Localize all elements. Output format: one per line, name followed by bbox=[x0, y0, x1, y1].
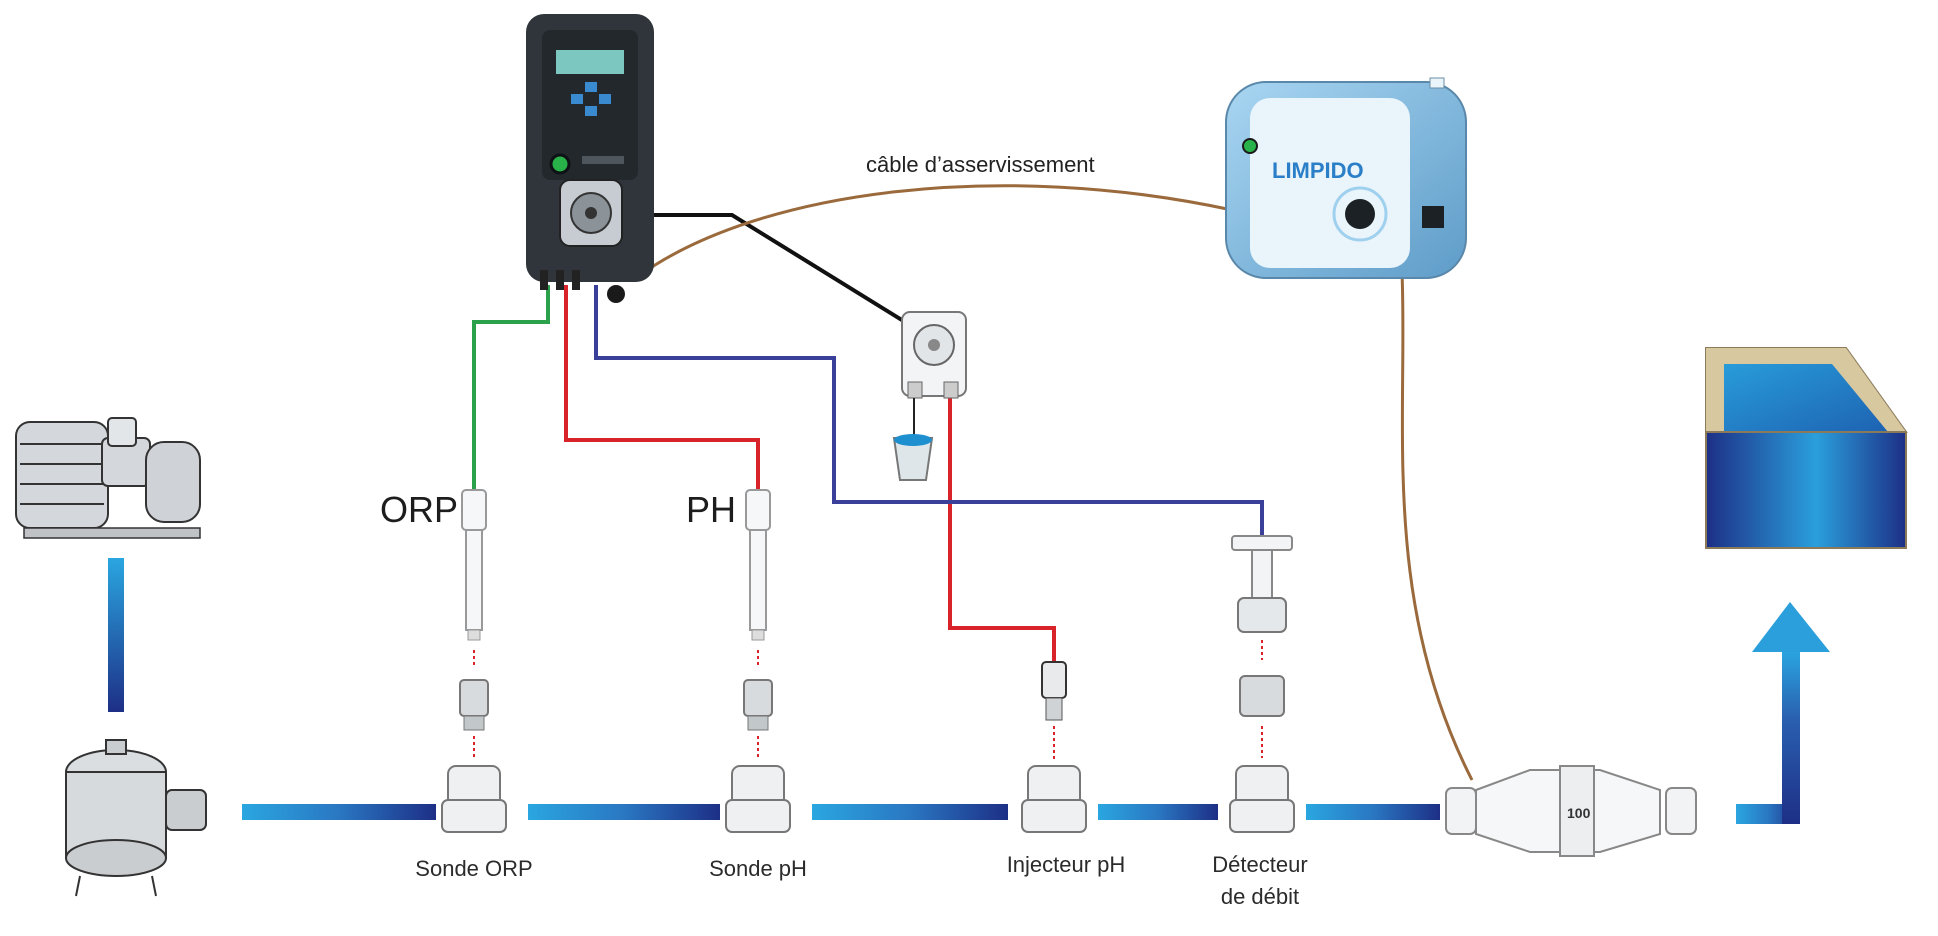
ph-injector-wire bbox=[948, 395, 1056, 662]
cell-marking: 100 bbox=[1567, 805, 1591, 821]
orp-clamp-icon bbox=[441, 765, 507, 833]
water-pipes bbox=[108, 558, 1800, 824]
ph-injector-icon bbox=[1041, 661, 1067, 760]
flow-detector-wire bbox=[594, 285, 1264, 536]
label-sonde-ph: Sonde pH bbox=[709, 856, 807, 881]
dosing-pump bbox=[901, 311, 967, 440]
swimming-pool-icon bbox=[1705, 347, 1908, 549]
label-injecteur-ph: Injecteur pH bbox=[1007, 852, 1126, 877]
electrolyser-led-icon bbox=[1242, 138, 1258, 154]
ph-wire bbox=[564, 285, 760, 492]
label-detecteur-line1: Détecteur bbox=[1212, 852, 1307, 877]
ph-probe-tag: PH bbox=[686, 489, 736, 530]
orp-probe-holder-icon bbox=[459, 650, 489, 758]
pipe-segment-3 bbox=[812, 804, 1008, 820]
pool-pump-icon bbox=[15, 417, 201, 539]
pipe-segment-5 bbox=[1306, 804, 1440, 820]
chemical-tank-icon bbox=[892, 434, 934, 481]
salt-electrolyser: LIMPIDO bbox=[1225, 77, 1467, 279]
pipe-segment-4 bbox=[1098, 804, 1218, 820]
sand-filter-icon bbox=[65, 739, 207, 897]
label-sonde-orp: Sonde ORP bbox=[415, 856, 532, 881]
ph-clamp-icon bbox=[725, 765, 791, 833]
injector-clamp-icon bbox=[1021, 765, 1087, 833]
ph-probe-icon bbox=[745, 489, 771, 641]
pipe-clamps bbox=[441, 765, 1295, 833]
controller-keypad bbox=[571, 82, 611, 116]
return-arrow-icon bbox=[1752, 602, 1830, 824]
electrolyser-knob-icon bbox=[1345, 199, 1375, 229]
orp-probe-tag: ORP bbox=[380, 489, 458, 530]
cable-label: câble d’asservissement bbox=[866, 152, 1095, 177]
flow-detector-icon bbox=[1231, 535, 1293, 758]
power-led-icon bbox=[549, 153, 571, 175]
orp-probe-icon bbox=[461, 489, 487, 641]
ph-probe-holder-icon bbox=[743, 650, 773, 758]
controller-display bbox=[556, 50, 624, 74]
flow-clamp-icon bbox=[1229, 765, 1295, 833]
pipe-vertical-pump bbox=[108, 558, 124, 712]
electrolysis-cell-icon: 100 bbox=[1445, 765, 1697, 857]
regulator-controller bbox=[526, 14, 654, 303]
orp-wire bbox=[472, 285, 550, 492]
pipe-segment-1 bbox=[242, 804, 436, 820]
control-cable-drop bbox=[1400, 271, 1474, 781]
label-detecteur-line2: de débit bbox=[1221, 884, 1299, 909]
pipe-segment-2 bbox=[528, 804, 720, 820]
electrolyser-brand: LIMPIDO bbox=[1272, 158, 1364, 183]
control-cable bbox=[639, 184, 1233, 277]
